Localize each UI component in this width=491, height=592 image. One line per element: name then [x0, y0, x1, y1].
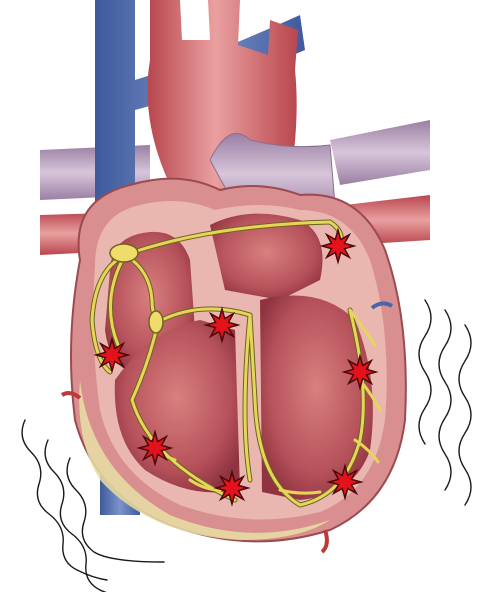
atrioventricular-node [149, 311, 163, 333]
electric-spark-icon [206, 309, 238, 341]
electric-spark-icon [322, 230, 354, 262]
electric-spark-icon [216, 472, 248, 504]
electric-spark-icon [139, 432, 171, 464]
electric-spark-icon [329, 466, 361, 498]
sinoatrial-node [110, 244, 138, 262]
electric-spark-icon [344, 356, 376, 388]
electric-spark-icon [96, 339, 128, 371]
